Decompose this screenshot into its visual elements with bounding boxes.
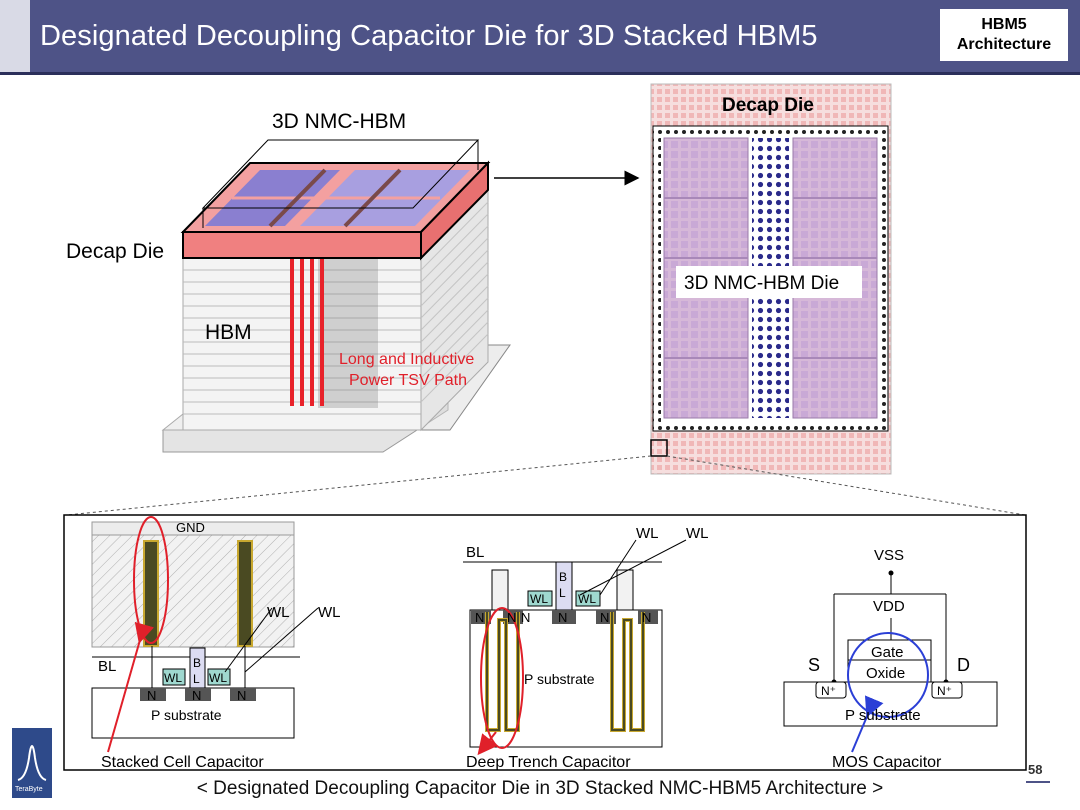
- trench-wl-label-1: WL: [636, 525, 659, 542]
- badge-line-1: HBM5: [981, 16, 1027, 33]
- mos-substrate-label: P substrate: [845, 707, 921, 724]
- stacked-wl-label-2: WL: [318, 604, 341, 621]
- mos-nplus-1: N⁺: [821, 684, 836, 698]
- trench-wl-box-1: WL: [530, 592, 548, 606]
- page-title: Designated Decoupling Capacitor Die for …: [40, 20, 818, 52]
- stacked-bl-b: B: [193, 656, 201, 670]
- trench-n-6: N: [521, 610, 530, 625]
- mos-vdd-label: VDD: [873, 598, 905, 615]
- mos-nplus-2: N⁺: [937, 684, 952, 698]
- decap-die-slab: [180, 139, 491, 261]
- decap-die-label: Decap Die: [66, 240, 164, 263]
- deep-trench-capacitor: [463, 539, 687, 756]
- mos-source-label: S: [808, 655, 820, 675]
- page-number: 58: [1028, 762, 1043, 777]
- zoom-marker: [650, 439, 668, 457]
- badge-line-2: Architecture: [956, 36, 1052, 53]
- stacked-cell-capacitor: [91, 516, 319, 753]
- header-bar: [0, 0, 1080, 72]
- mos-vss-label: VSS: [874, 547, 904, 564]
- stacked-bl-label: BL: [98, 658, 116, 675]
- section-badge: HBM5 Architecture: [940, 9, 1068, 61]
- mos-gate-label: Gate: [871, 644, 904, 661]
- stacked-n-3: N: [237, 688, 246, 703]
- trench-bl-b: B: [559, 570, 567, 584]
- figure-caption: < Designated Decoupling Capacitor Die in…: [196, 778, 884, 799]
- stacked-wl-label-1: WL: [267, 604, 290, 621]
- stacked-substrate-label: P substrate: [151, 707, 222, 723]
- trench-n-2: N: [507, 610, 516, 625]
- trench-n-5: N: [642, 610, 651, 625]
- decap-die-top-view: [650, 83, 892, 475]
- mos-caption: MOS Capacitor: [832, 754, 942, 771]
- zoom-line-right: [666, 455, 1026, 516]
- trench-n-3: N: [558, 610, 567, 625]
- stacked-gnd-label: GND: [176, 520, 205, 535]
- header-accent-stripe: [0, 0, 30, 72]
- nmc-hbm-die-label: 3D NMC-HBM Die: [684, 273, 839, 294]
- zoom-line-left: [66, 455, 652, 516]
- tsv-note-line-1: Long and Inductive: [339, 351, 474, 368]
- hbm-label: HBM: [205, 321, 252, 344]
- mos-oxide-label: Oxide: [866, 665, 905, 682]
- stacked-caption: Stacked Cell Capacitor: [101, 754, 264, 771]
- hbm-3d-stack: [161, 139, 511, 453]
- tsv-note-line-2: Power TSV Path: [349, 372, 467, 389]
- stacked-n-1: N: [147, 688, 156, 703]
- mos-capacitor: [783, 570, 998, 753]
- logo-text: TeraByte: [15, 786, 43, 793]
- terabyte-logo: [12, 728, 52, 798]
- mos-drain-label: D: [957, 655, 970, 675]
- power-tsv-lines: [290, 236, 324, 406]
- stacked-n-2: N: [192, 688, 201, 703]
- trench-n-1: N: [475, 610, 484, 625]
- header-underline: [0, 72, 1080, 75]
- trench-wl-label-2: WL: [686, 525, 709, 542]
- trench-bl-label: BL: [466, 544, 484, 561]
- stacked-wl-box-1: WL: [164, 671, 182, 685]
- stacked-wl-box-2: WL: [209, 671, 227, 685]
- logo-icon: [17, 745, 47, 781]
- page-number-underline: [1026, 781, 1050, 783]
- trench-wl-box-2: WL: [578, 592, 596, 606]
- trench-bl-l: L: [559, 586, 566, 600]
- decap-die-title: Decap Die: [722, 95, 814, 116]
- trench-n-4: N: [600, 610, 609, 625]
- nmc-hbm-label: 3D NMC-HBM: [272, 110, 406, 133]
- trench-caption: Deep Trench Capacitor: [466, 754, 631, 771]
- trench-substrate-label: P substrate: [524, 671, 595, 687]
- stacked-bl-l: L: [193, 672, 200, 686]
